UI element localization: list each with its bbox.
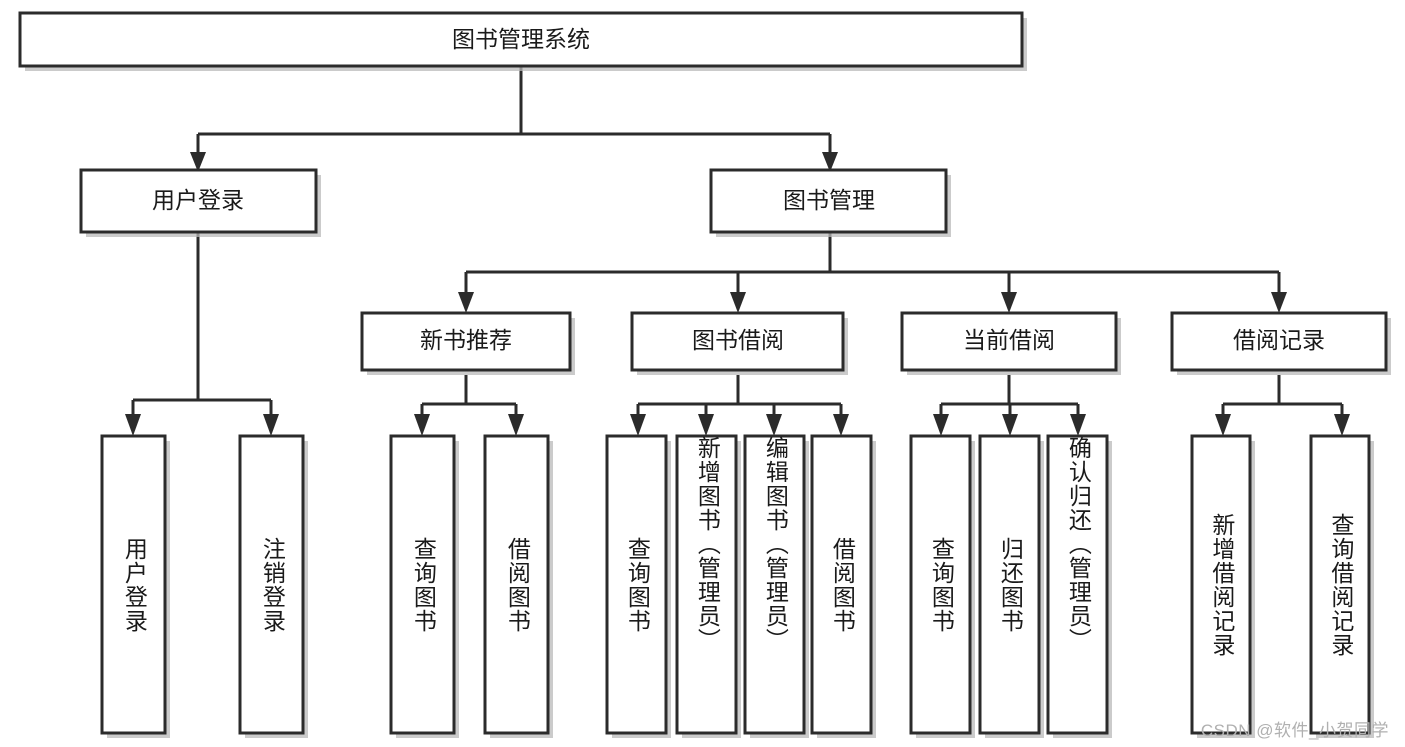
- arrow-head-current-borrow: [1001, 292, 1017, 313]
- watermark-text: CSDN @软件_小贺同学: [1200, 721, 1389, 740]
- arrow-head-bookborrow-leaf-2: [698, 414, 714, 436]
- arrow-head-leaf-user-login: [125, 414, 141, 436]
- arrow-head-bookborrow-leaf-1: [630, 414, 646, 436]
- leaf-box-currentborrow-query[interactable]: [909, 434, 972, 735]
- node-layer: 图书管理系统 用户登录 图书管理 新书推荐 图书借阅 当前借阅 借阅记录: [18, 11, 1391, 738]
- level2-node-box-user-login[interactable]: [79, 168, 318, 234]
- arrow-head-newbook-leaf-1: [414, 414, 430, 436]
- arrow-head-book-manage: [822, 152, 838, 172]
- level2-node-box-book-manage[interactable]: [709, 168, 948, 234]
- level3-node-label-new-book: 新书推荐: [420, 327, 512, 353]
- level3-node-box-borrow-record[interactable]: [1170, 311, 1388, 372]
- leaf-box-bookborrow-add[interactable]: [675, 434, 738, 735]
- arrow-head-borrowrecord-leaf-2: [1334, 414, 1350, 436]
- leaf-box-borrowrecord-add[interactable]: [1190, 434, 1252, 735]
- arrow-head-newbook-leaf-2: [508, 414, 524, 436]
- arrow-head-currentborrow-leaf-1: [933, 414, 949, 436]
- leaf-box-currentborrow-confirm[interactable]: [1046, 434, 1109, 735]
- connector-layer: [125, 66, 1350, 436]
- leaf-box-logout[interactable]: [238, 434, 305, 735]
- arrow-head-user-login: [190, 152, 206, 172]
- level3-node-label-current-borrow: 当前借阅: [963, 327, 1055, 353]
- level3-node-label-borrow-record: 借阅记录: [1233, 327, 1325, 353]
- level2-node-label-book-manage: 图书管理: [783, 187, 875, 213]
- arrow-head-new-book: [458, 292, 474, 313]
- arrow-head-borrowrecord-leaf-1: [1215, 414, 1231, 436]
- leaf-box-user-login[interactable]: [100, 434, 167, 735]
- leaf-box-borrowrecord-query[interactable]: [1309, 434, 1371, 735]
- arrow-head-currentborrow-leaf-3: [1070, 414, 1086, 436]
- level3-node-label-book-borrow: 图书借阅: [692, 327, 784, 353]
- level2-node-label-user-login: 用户登录: [152, 187, 244, 213]
- arrow-head-bookborrow-leaf-3: [766, 414, 782, 436]
- leaf-box-bookborrow-query[interactable]: [605, 434, 668, 735]
- arrow-head-leaf-logout: [263, 414, 279, 436]
- arrow-head-bookborrow-leaf-4: [833, 414, 849, 436]
- leaf-box-currentborrow-return[interactable]: [978, 434, 1041, 735]
- arrow-head-currentborrow-leaf-2: [1002, 414, 1018, 436]
- level3-node-box-book-borrow[interactable]: [630, 311, 845, 372]
- arrow-head-borrow-record: [1271, 292, 1287, 313]
- root-node-box[interactable]: [18, 11, 1024, 68]
- arrow-head-book-borrow: [730, 292, 746, 313]
- level3-node-box-new-book[interactable]: [360, 311, 572, 372]
- root-node-label: 图书管理系统: [452, 26, 590, 52]
- leaf-box-newbook-borrow[interactable]: [483, 434, 550, 735]
- leaf-box-newbook-query[interactable]: [389, 434, 456, 735]
- level3-node-box-current-borrow[interactable]: [900, 311, 1118, 372]
- leaf-box-bookborrow-borrow[interactable]: [810, 434, 873, 735]
- leaf-box-bookborrow-edit[interactable]: [743, 434, 806, 735]
